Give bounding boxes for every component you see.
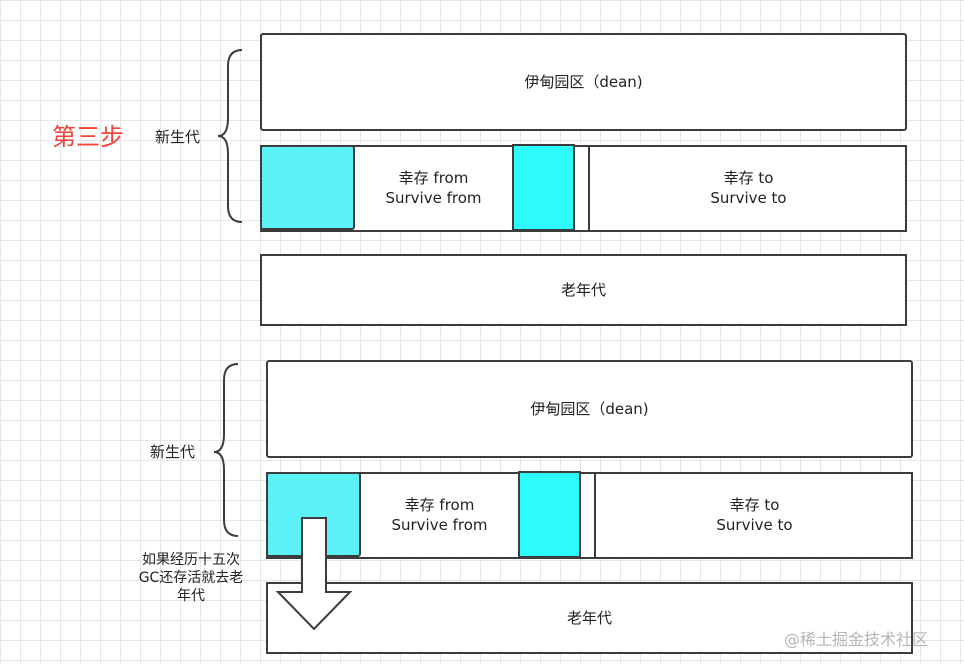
- survivor-row: [266, 472, 913, 559]
- survivor-to-label: 幸存 to Survive to: [596, 493, 913, 537]
- survivor-divider: [594, 472, 596, 559]
- survivor-to-cn: 幸存 to: [723, 169, 774, 187]
- young-gen-brace: [213, 363, 239, 537]
- old-gen-space: 老年代: [260, 254, 907, 326]
- old-gen-label: 老年代: [560, 281, 606, 299]
- watermark: @稀土掘金技术社区: [784, 630, 929, 649]
- survivor-object: [512, 144, 575, 231]
- promotion-note: 如果经历十五次 GC还存活就去老 年代: [126, 551, 256, 605]
- eden-label: 伊甸园区（dean): [530, 400, 649, 418]
- survivor-to-en: Survive to: [710, 189, 787, 207]
- survivor-object: [260, 145, 355, 230]
- survivor-to-label: 幸存 to Survive to: [590, 166, 907, 210]
- survivor-to-cn: 幸存 to: [729, 496, 780, 514]
- survivor-from-en: Survive from: [391, 516, 488, 534]
- promotion-note-line: 年代: [177, 588, 205, 604]
- survivor-from-cn: 幸存 from: [398, 169, 469, 187]
- young-gen-label: 新生代: [150, 443, 196, 461]
- eden-space: 伊甸园区（dean): [260, 33, 907, 131]
- survivor-from-cn: 幸存 from: [404, 496, 475, 514]
- survivor-from-label: 幸存 from Survive from: [361, 493, 518, 537]
- survivor-from-en: Survive from: [385, 189, 482, 207]
- survivor-row: [260, 145, 907, 232]
- eden-label: 伊甸园区（dean): [524, 73, 643, 91]
- promotion-note-line: GC还存活就去老: [138, 570, 244, 586]
- survivor-to-en: Survive to: [716, 516, 793, 534]
- promotion-arrow: [276, 517, 353, 631]
- survivor-object: [518, 471, 581, 558]
- eden-space: 伊甸园区（dean): [266, 360, 913, 458]
- step-label: 第三步: [52, 123, 124, 151]
- survivor-divider: [588, 145, 590, 232]
- survivor-from-label: 幸存 from Survive from: [355, 166, 512, 210]
- old-gen-space: 老年代: [266, 582, 913, 654]
- young-gen-label: 新生代: [155, 128, 201, 146]
- young-gen-brace: [217, 49, 243, 223]
- old-gen-label: 老年代: [566, 609, 612, 627]
- promotion-note-line: 如果经历十五次: [142, 552, 240, 568]
